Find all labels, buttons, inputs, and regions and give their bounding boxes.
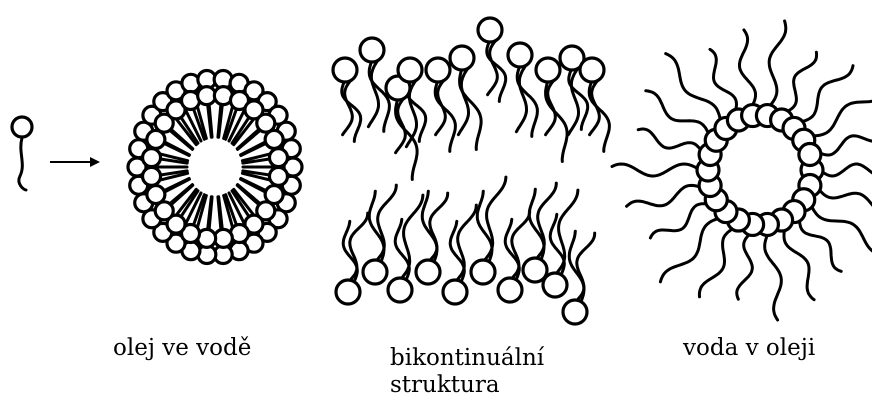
surfactant-tail bbox=[799, 218, 841, 272]
surfactant-head bbox=[450, 46, 474, 70]
surfactant-tail bbox=[627, 185, 703, 206]
surfactant-head bbox=[143, 167, 161, 185]
surfactant-head bbox=[426, 58, 450, 82]
surfactant-head bbox=[269, 149, 287, 167]
surfactant-tail bbox=[799, 66, 853, 123]
label-bicontinuous-line2: struktura bbox=[390, 372, 500, 398]
oil-core bbox=[191, 141, 239, 193]
surfactant-tail bbox=[818, 136, 872, 155]
surfactant-head bbox=[443, 280, 467, 304]
surfactant-tail bbox=[19, 138, 26, 190]
water-in-oil-reverse-micelle bbox=[612, 21, 872, 320]
surfactant-head bbox=[416, 260, 440, 284]
surfactant-tail bbox=[811, 91, 872, 136]
surfactant-head bbox=[543, 273, 567, 297]
surfactant-tail bbox=[488, 40, 498, 95]
surfactant-head bbox=[799, 144, 821, 166]
surfactant-head bbox=[388, 278, 412, 302]
label-bicontinuous-line1: bikontinuální bbox=[390, 345, 544, 371]
label-water-in-oil: voda v oleji bbox=[683, 335, 815, 361]
surfactant-head bbox=[147, 186, 165, 204]
surfactant-head bbox=[12, 117, 32, 137]
surfactant-tail bbox=[638, 129, 702, 152]
surfactant-head bbox=[471, 260, 495, 284]
surfactant-tail bbox=[535, 183, 556, 260]
surfactant-tail bbox=[343, 80, 353, 135]
surfactant-tail bbox=[375, 185, 396, 262]
surfactant-head bbox=[398, 58, 422, 82]
surfactant-tail bbox=[820, 164, 872, 176]
label-oil-in-water: olej ve vodě bbox=[113, 335, 251, 361]
surfactant-tail bbox=[710, 49, 737, 112]
surfactant-head bbox=[563, 300, 587, 324]
surfactant-tail bbox=[699, 227, 735, 296]
arrow-head bbox=[90, 157, 100, 167]
single-surfactant-molecule bbox=[12, 117, 32, 190]
surfactant-head bbox=[536, 58, 560, 82]
surfactant-tail bbox=[740, 30, 756, 108]
surfactant-tail bbox=[612, 164, 700, 176]
surfactant-head bbox=[508, 43, 532, 67]
bicontinuous-structure bbox=[333, 18, 609, 324]
oil-in-water-micelle bbox=[128, 70, 302, 263]
surfactant-tail bbox=[769, 21, 786, 108]
surfactant-tail bbox=[660, 218, 720, 282]
surfactant-head bbox=[269, 167, 287, 185]
surfactant-head bbox=[143, 149, 161, 167]
surfactant-head bbox=[336, 280, 360, 304]
surfactant-tail bbox=[737, 232, 753, 299]
surfactant-head bbox=[265, 130, 283, 148]
surfactant-tail bbox=[765, 232, 782, 320]
surfactant-head bbox=[363, 260, 387, 284]
surfactant-tail bbox=[811, 204, 872, 255]
surfactant-head bbox=[478, 18, 502, 42]
surfactant-tail bbox=[483, 177, 506, 262]
surfactant-head bbox=[580, 58, 604, 82]
surfactant-tail bbox=[818, 188, 872, 214]
surfactant-tail bbox=[784, 227, 814, 299]
surfactant-head bbox=[333, 58, 357, 82]
surfactant-head bbox=[498, 278, 522, 302]
surfactant-tail bbox=[785, 52, 817, 112]
surfactant-head bbox=[360, 38, 384, 62]
arrow bbox=[50, 157, 100, 167]
surfactant-tail bbox=[666, 54, 721, 123]
